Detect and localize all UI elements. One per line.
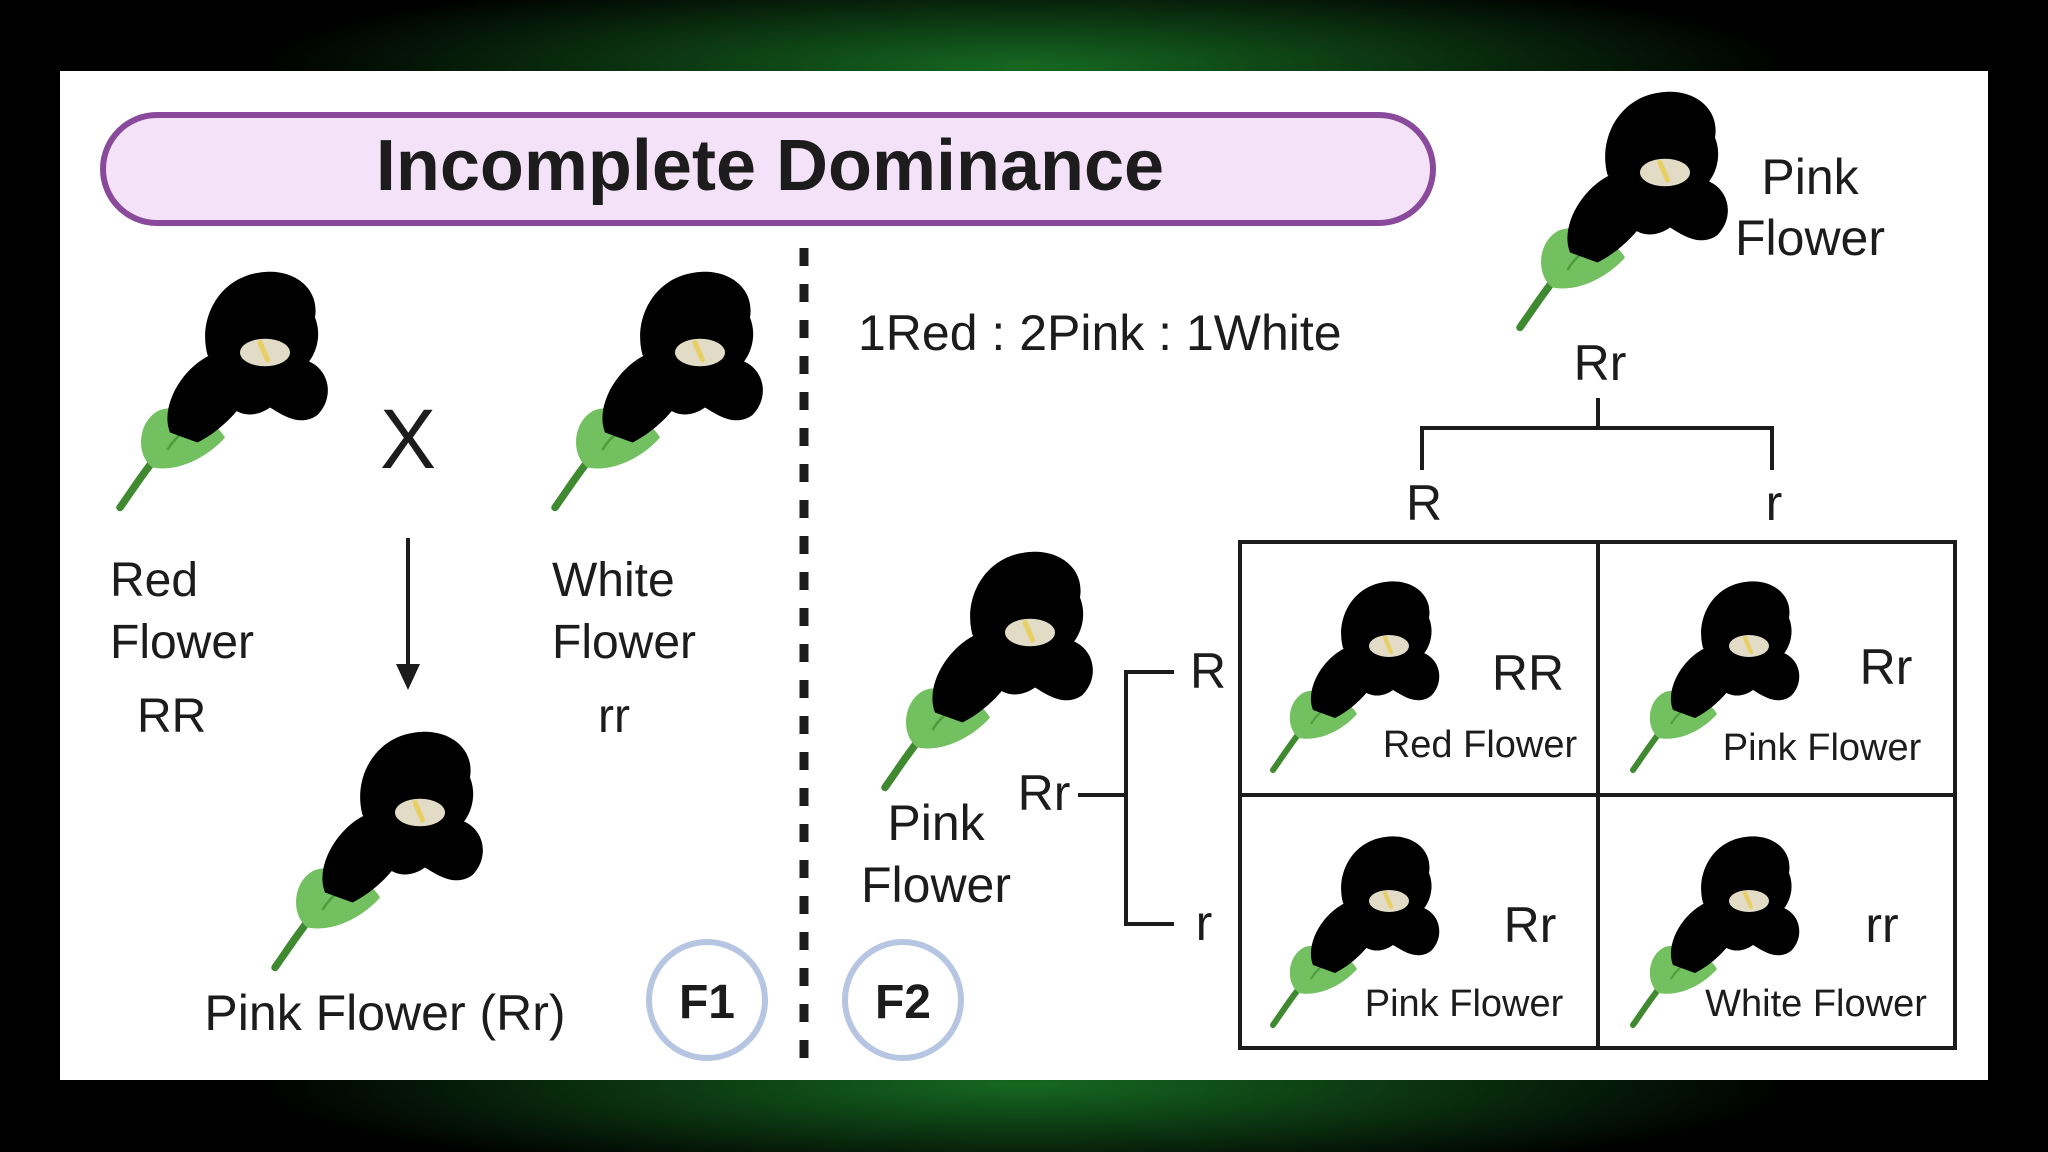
punnett-cell: Rr Pink Flower <box>1273 836 1564 1025</box>
f2-ratio: 1Red : 2Pink : 1White <box>858 305 1342 361</box>
cell-genotype: Rr <box>1860 639 1913 695</box>
punnett-cell: RR Red Flower <box>1273 581 1577 770</box>
parent-red-flower: Red Flower RR <box>110 272 328 743</box>
side-parent-label-line2: Flower <box>861 857 1011 913</box>
f1-badge-label: F1 <box>679 976 735 1029</box>
parent-white-label-line2: Flower <box>552 616 696 669</box>
side-parent-label-line1: Pink <box>887 795 985 851</box>
side-gamete-top: R <box>1190 643 1226 699</box>
page-title: Incomplete Dominance <box>376 126 1164 206</box>
cell-genotype: RR <box>1492 645 1564 701</box>
cell-genotype: rr <box>1865 897 1898 953</box>
top-gamete-bracket <box>1420 398 1774 470</box>
punnett-square: RR Red Flower Rr Pink Flower Rr Pink Flo… <box>1238 540 1957 1050</box>
parent-red-genotype: RR <box>137 690 206 743</box>
cross-symbol: X <box>380 392 436 486</box>
pink-flower-icon <box>1520 92 1728 328</box>
top-gamete-left: R <box>1406 475 1442 531</box>
f2-top-parent: Pink Flower Rr R r <box>1406 92 1885 531</box>
title-pill <box>100 112 1436 226</box>
top-parent-label-line2: Flower <box>1735 210 1885 266</box>
parent-white-flower: White Flower rr <box>552 272 763 743</box>
punnett-cell: Rr Pink Flower <box>1633 581 1922 770</box>
side-gamete-bottom: r <box>1196 895 1213 951</box>
f1-offspring: Pink Flower (Rr) <box>204 732 566 1041</box>
white-flower-icon <box>555 272 763 508</box>
parent-red-label-line2: Flower <box>110 616 254 669</box>
cell-phenotype: Pink Flower <box>1365 983 1564 1025</box>
parent-red-label-line1: Red <box>110 554 198 607</box>
f1-badge: F1 <box>646 939 768 1061</box>
top-parent-genotype: Rr <box>1574 335 1627 391</box>
top-parent-label-line1: Pink <box>1761 149 1859 205</box>
parent-white-label-line1: White <box>552 554 675 607</box>
punnett-cell: rr White Flower <box>1633 836 1927 1025</box>
cell-phenotype: Red Flower <box>1383 724 1578 766</box>
cell-phenotype: Pink Flower <box>1723 727 1922 769</box>
pink-flower-icon <box>275 732 483 968</box>
title-banner: Incomplete Dominance <box>100 112 1436 226</box>
down-arrow <box>396 538 420 690</box>
f2-side-parent: Pink Flower Rr R r <box>861 552 1226 951</box>
cell-phenotype: White Flower <box>1705 983 1927 1025</box>
side-parent-genotype: Rr <box>1018 765 1071 821</box>
side-gamete-bracket <box>1078 670 1174 926</box>
f2-badge: F2 <box>842 939 964 1061</box>
top-gamete-right: r <box>1766 475 1783 531</box>
parent-white-genotype: rr <box>598 690 630 743</box>
f1-offspring-label: Pink Flower (Rr) <box>204 985 565 1041</box>
cell-genotype: Rr <box>1504 897 1557 953</box>
pink-flower-icon <box>885 552 1093 788</box>
f2-badge-label: F2 <box>875 976 931 1029</box>
red-flower-icon <box>120 272 328 508</box>
